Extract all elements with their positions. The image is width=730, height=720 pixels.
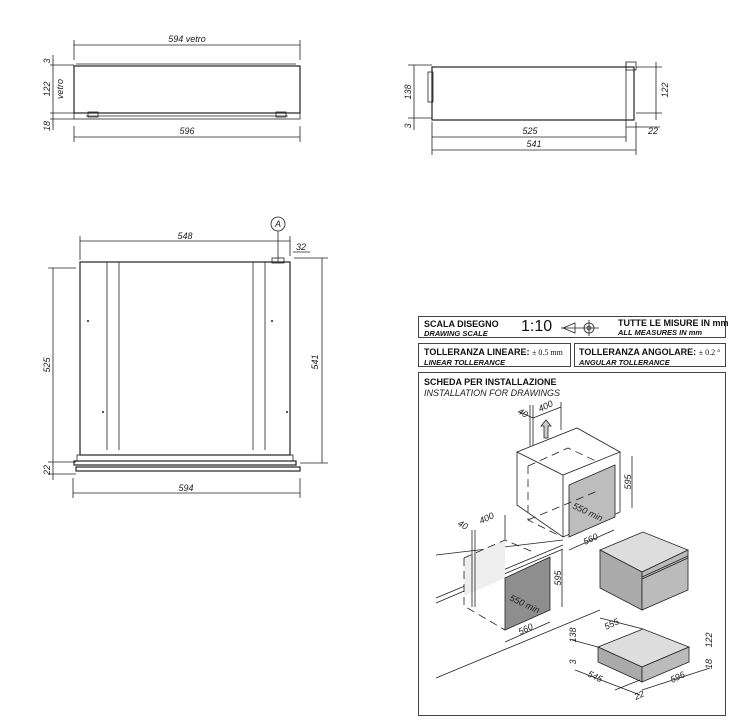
dim-lower-gap: 40 (456, 518, 470, 532)
projection-symbol-icon (561, 320, 599, 336)
units-label-en: ALL MEASURES IN mm (618, 328, 703, 337)
dim-bottom-height: 18 (42, 121, 52, 131)
dim-total-depth-right: 541 (310, 354, 320, 369)
dim-upper-gap: 40 (516, 406, 530, 420)
dim-drawer-gap: 3 (568, 659, 578, 664)
units-label: TUTTE LE MISURE IN mm (618, 318, 729, 328)
scale-value: 1:10 (521, 318, 553, 335)
scale-label-en: DRAWING SCALE (424, 329, 488, 338)
dim-total-depth: 541 (526, 139, 541, 149)
dim-lower-height: 595 (553, 570, 563, 586)
dim-gap: 3 (403, 123, 413, 128)
angular-tolerance-box: TOLLERANZA ANGOLARE: ± 0.2 ° ANGULAR TOL… (574, 343, 726, 367)
angular-label-en: ANGULAR TOLLERANCE (579, 358, 670, 367)
linear-value: ± 0.5 mm (532, 348, 563, 357)
dim-total-height: 138 (403, 84, 413, 99)
dim-upper-height: 595 (623, 474, 633, 490)
dim-offset: 32 (296, 242, 306, 252)
linear-label-en: LINEAR TOLLERANCE (424, 358, 506, 367)
angular-label: TOLLERANZA ANGOLARE: (579, 347, 697, 357)
install-title-en: INSTALLATION FOR DRAWINGS (424, 388, 561, 398)
scale-box: SCALA DISEGNO DRAWING SCALE 1:10 TUTTE L… (418, 316, 729, 338)
dim-top-gap: 3 (42, 58, 52, 63)
marker-a: A (274, 219, 281, 229)
dim-glass-height: 122 (42, 81, 52, 96)
dim-depth-left: 525 (42, 357, 52, 373)
install-diagram: 40 400 595 550 min 560 40 400 595 550 mi… (435, 398, 714, 703)
dim-width: 596 (179, 126, 194, 136)
dim-depth: 525 (522, 126, 538, 136)
top-view: 548 A 32 525 22 541 594 (42, 216, 328, 498)
dim-height: 122 (660, 82, 670, 97)
front-view: 594 vetro 596 3 122 vetro 18 (42, 34, 301, 142)
dim-front: 22 (647, 126, 658, 136)
linear-label: TOLLERANZA LINEARE: (424, 347, 530, 357)
dim-glass-label: vetro (55, 79, 65, 99)
dim-drawer-total-height: 138 (568, 627, 578, 642)
dim-inner-width: 548 (177, 231, 192, 241)
dim-drawer-height: 122 (704, 632, 714, 647)
install-box: SCHEDA PER INSTALLAZIONE INSTALLATION FO… (418, 372, 726, 716)
dim-glass-width: 594 vetro (168, 34, 206, 44)
dim-drawer-bottom: 18 (704, 659, 714, 669)
dim-front-left: 22 (42, 465, 52, 476)
dim-width-bottom: 594 (178, 483, 193, 493)
linear-tolerance-box: TOLLERANZA LINEARE: ± 0.5 mm LINEAR TOLL… (418, 343, 571, 367)
angular-value: ± 0.2 ° (698, 348, 721, 357)
side-view: 138 3 525 541 122 22 (403, 61, 670, 155)
install-title: SCHEDA PER INSTALLAZIONE (424, 377, 557, 387)
dim-drawer-front: 22 (632, 689, 646, 703)
scale-label: SCALA DISEGNO (424, 319, 499, 329)
